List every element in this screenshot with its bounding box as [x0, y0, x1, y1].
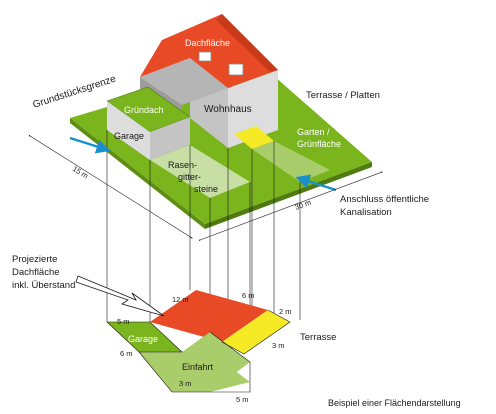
projected-roof-area [150, 290, 268, 342]
label-caption: Beispiel einer Flächendarstellung [328, 398, 461, 408]
label-rasen-3: steine [194, 184, 218, 194]
label-garage-top: Garage [114, 131, 144, 141]
house-gable [140, 58, 228, 105]
label-grundstuecksgrenze: Grundstücksgrenze [32, 73, 118, 110]
dim-5m-bottom: 5 m [236, 395, 249, 404]
terrace-plot-tile [234, 126, 274, 149]
dim-3m-terrace: 3 m [272, 341, 285, 350]
label-gruendach: Gründach [124, 105, 164, 115]
dim-5m-left: 5 m [117, 317, 130, 326]
dim-30m: 30 m [294, 198, 313, 212]
label-einfahrt: Einfahrt [182, 362, 214, 372]
label-garten-1: Garten / [297, 127, 330, 137]
roof-red-surface [140, 14, 278, 88]
house-side-wall [228, 70, 278, 148]
dimension-lines [28, 134, 384, 242]
dim-2m: 2 m [279, 307, 292, 316]
dormer-right [228, 63, 244, 76]
label-terrasse-platten: Terrasse / Platten [306, 90, 380, 101]
dim-3m-einfahrt: 3 m [179, 379, 192, 388]
label-garten-2: Grünfläche [297, 139, 341, 149]
label-anschluss-2: Kanalisation [340, 207, 392, 218]
dim-6m-garage: 6 m [120, 349, 133, 358]
projected-driveway-lower [172, 352, 250, 392]
label-anschluss-1: Anschluss öffentliche [340, 194, 429, 205]
projected-roof-pointer-arrow [75, 275, 165, 317]
label-wohnhaus: Wohnhaus [204, 104, 252, 115]
projected-terrace-area [222, 310, 290, 354]
label-garage-bottom: Garage [128, 334, 158, 344]
house [140, 14, 278, 148]
label-rasen-2: gitter- [178, 172, 201, 182]
dim-6m-top: 6 m [242, 291, 255, 300]
dim-12m: 12 m [172, 295, 189, 304]
label-projiziert-3: inkl. Überstand [12, 280, 75, 291]
label-terrasse: Terrasse [300, 332, 336, 343]
dormer-left [198, 51, 212, 62]
projected-floor [106, 290, 291, 393]
dim-15m: 15 m [71, 164, 90, 180]
projected-garage-area [107, 322, 182, 352]
label-projiziert-1: Projezierte [12, 254, 57, 265]
label-rasen-1: Rasen- [168, 160, 197, 170]
roof-ridge-face [216, 14, 278, 72]
label-projiziert-2: Dachfläche [12, 267, 60, 278]
label-dachflaeche: Dachfläche [185, 38, 230, 48]
